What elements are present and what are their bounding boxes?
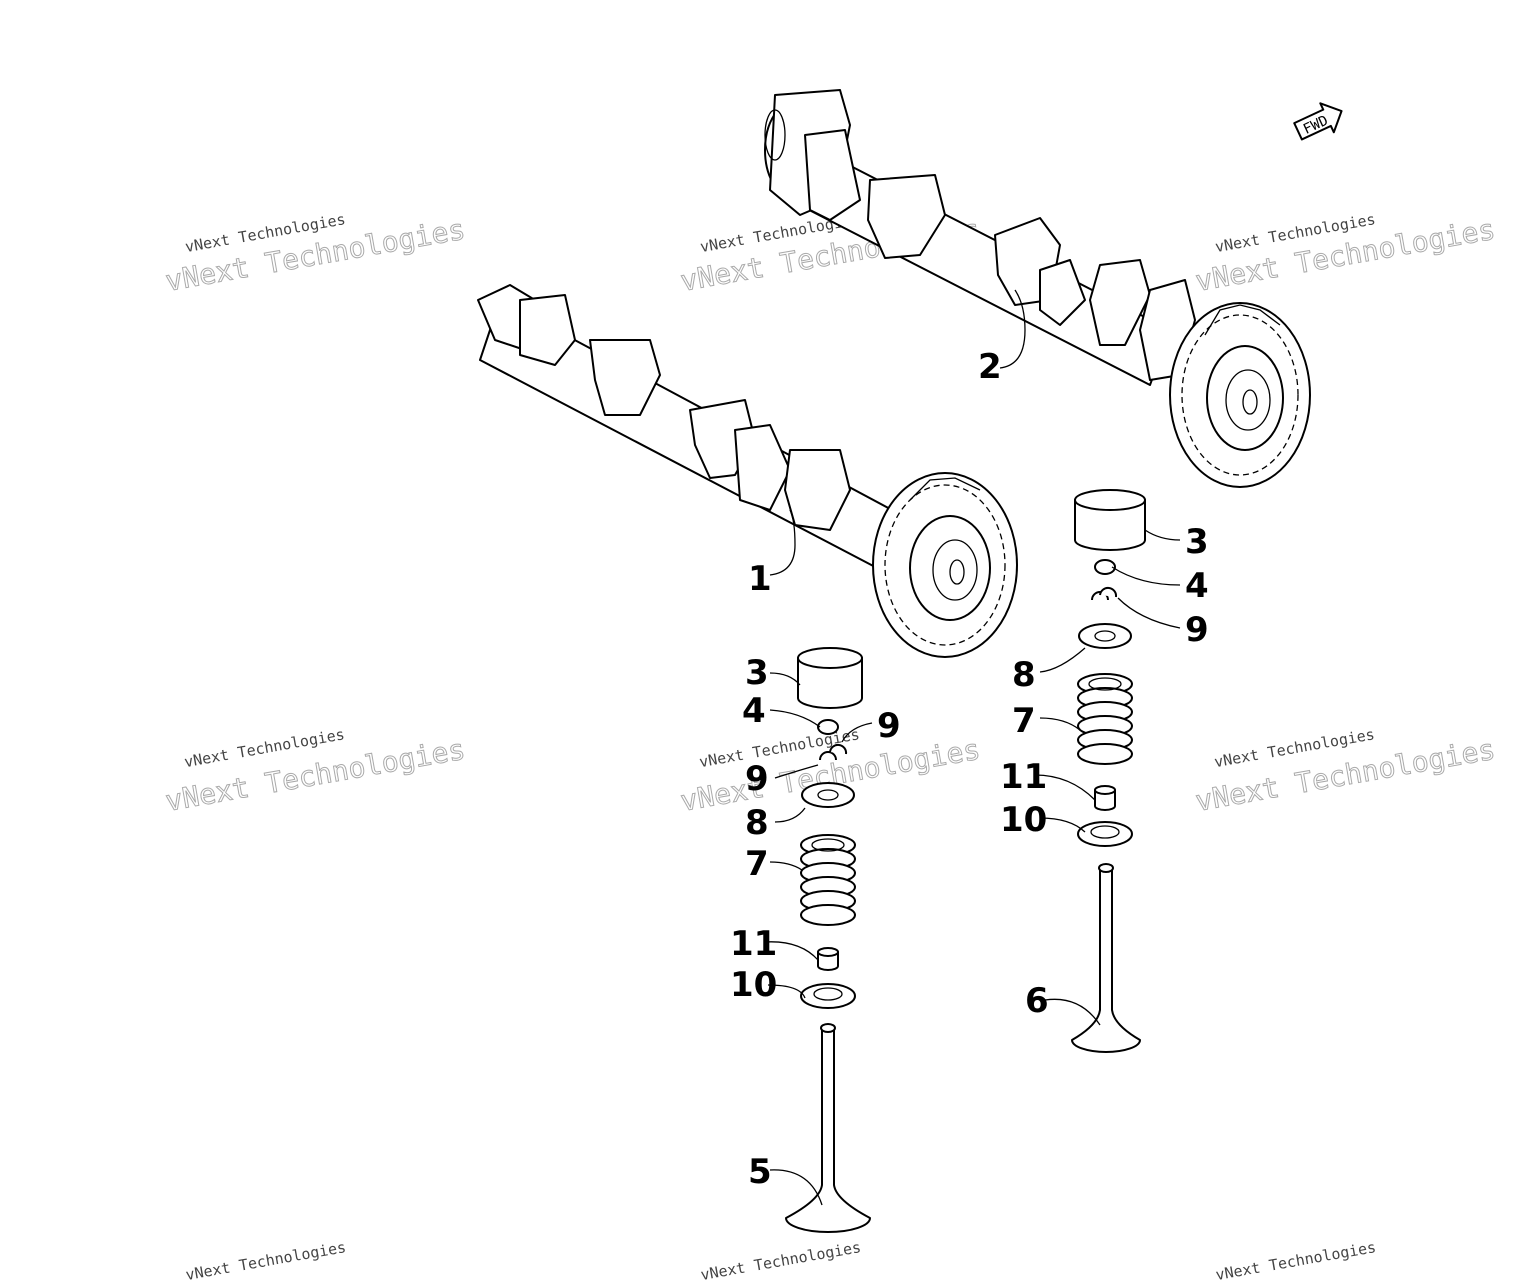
callout-2: 2: [978, 347, 1002, 387]
callout-7-right: 7: [1012, 701, 1036, 741]
callout-3-right: 3: [1185, 522, 1209, 562]
camshaft-2: [764, 89, 1311, 488]
callout-4-left: 4: [742, 691, 766, 731]
callout-6: 6: [1025, 981, 1049, 1021]
callout-11-right: 11: [1000, 757, 1047, 797]
callout-10-left: 10: [730, 965, 777, 1005]
callout-4-right: 4: [1185, 566, 1209, 606]
callouts: 2 1 3 4 9 8 7 11 10 6 3 4 9 9 8 7 11 10 …: [730, 347, 1209, 1192]
valve-assembly-left: [785, 647, 871, 1233]
callout-5: 5: [748, 1152, 772, 1192]
watermark-small: vNext Technologies: [184, 1238, 347, 1280]
valve-assembly-right: [1071, 489, 1146, 1053]
callout-11-left: 11: [730, 924, 777, 964]
spring-right: [1077, 673, 1133, 765]
callout-3-left: 3: [745, 653, 769, 693]
leader-lines: [764, 289, 1181, 1206]
callout-9-left-b: 9: [745, 759, 769, 799]
callout-9-left-a: 9: [877, 706, 901, 746]
fwd-arrow-icon: FWD: [1293, 102, 1343, 141]
watermark-small: vNext Technologies: [1214, 1238, 1377, 1280]
callout-8-right: 8: [1012, 655, 1036, 695]
callout-10-right: 10: [1000, 800, 1047, 840]
spring-left: [800, 834, 856, 926]
callout-9-right: 9: [1185, 610, 1209, 650]
callout-7-left: 7: [745, 844, 769, 884]
fwd-label: FWD: [1301, 113, 1331, 138]
callout-8-left: 8: [745, 803, 769, 843]
watermark-small: vNext Technologies: [699, 1238, 862, 1280]
callout-1: 1: [748, 559, 772, 599]
camshaft-1: [477, 284, 1018, 658]
